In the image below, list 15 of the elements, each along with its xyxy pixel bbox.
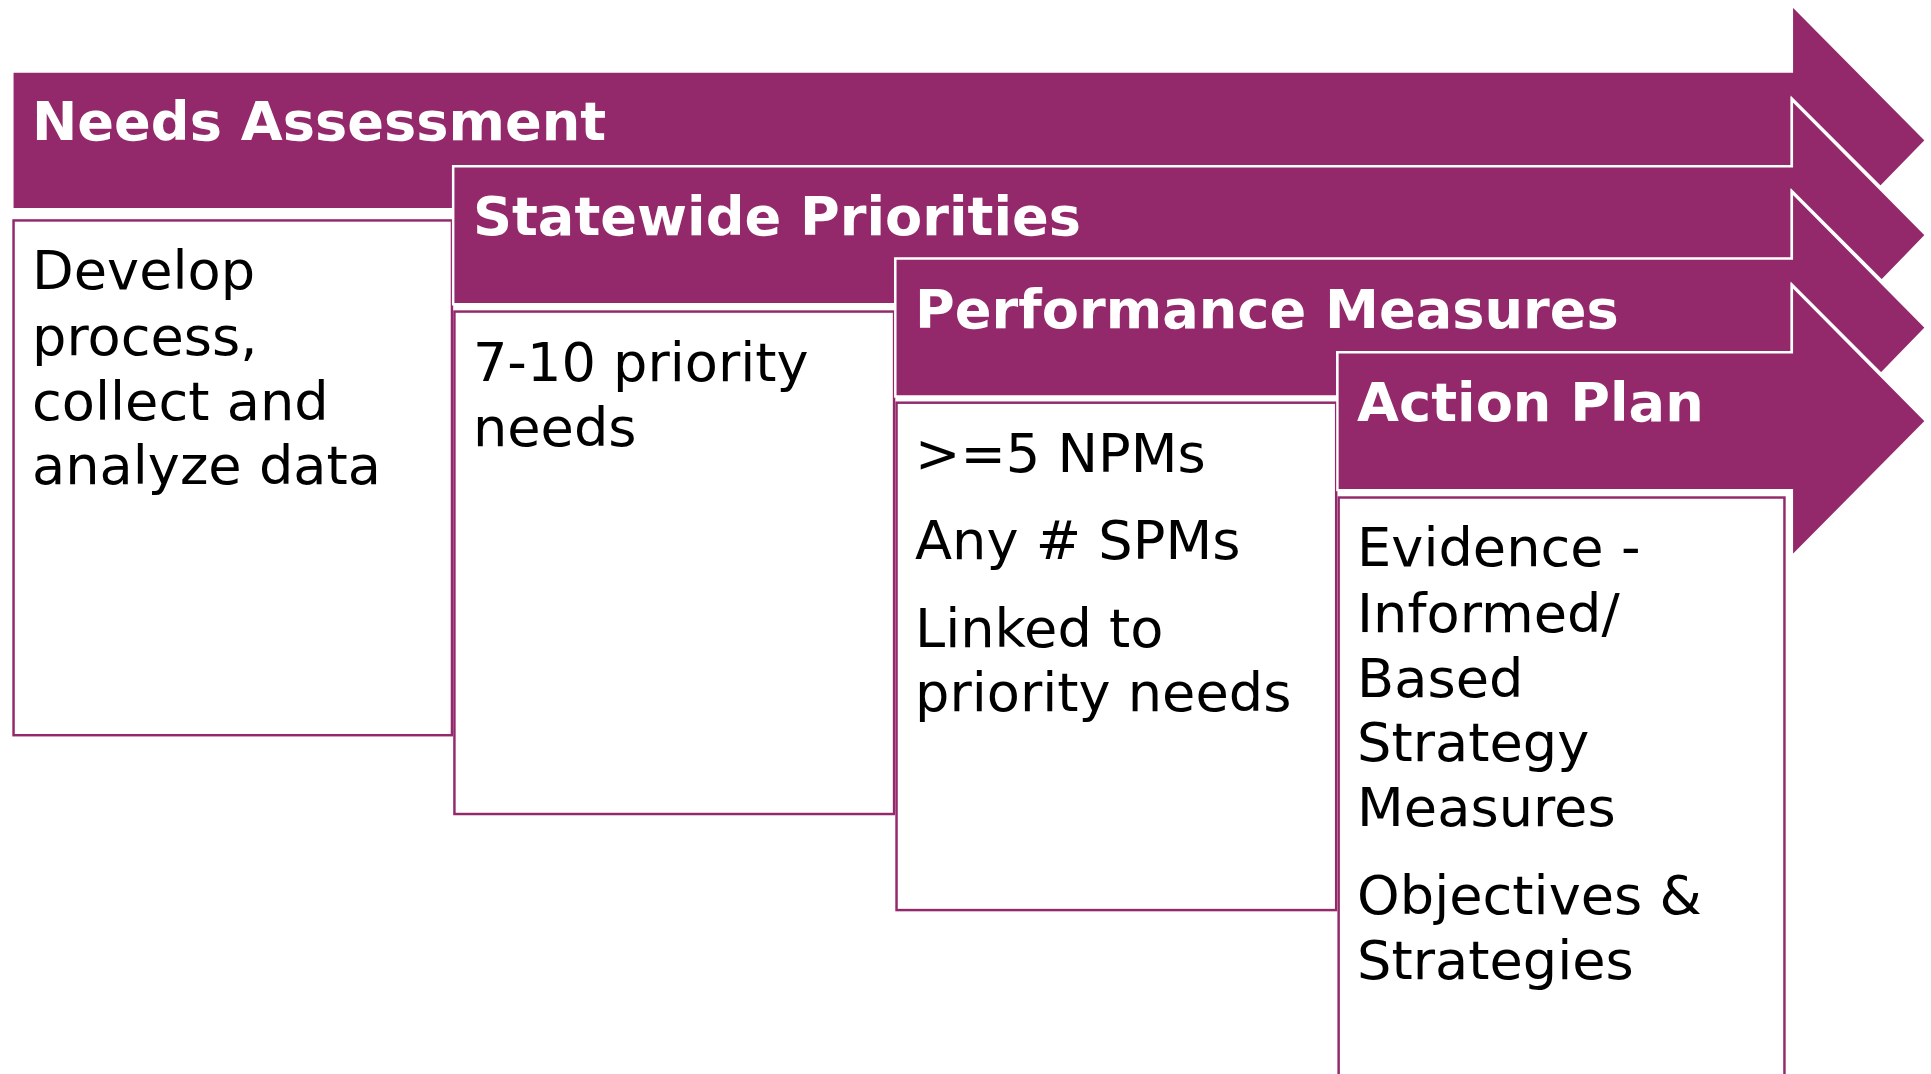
description-text: >=5 NPMs <box>915 421 1207 486</box>
description-text: Any # SPMs <box>915 508 1242 574</box>
description-text: 7-10 priority needs <box>472 330 810 460</box>
description-text: Develop process, collect and analyze data <box>32 238 382 499</box>
text-panel <box>1337 496 1786 1074</box>
description-text: Evidence - Informed/ Based Strategy Measures <box>1357 516 1642 841</box>
stage-heading: Statewide Priorities <box>472 183 1082 250</box>
stage-heading: Performance Measures <box>915 276 1619 342</box>
text-panel <box>12 219 454 737</box>
stage-heading: Action Plan <box>1357 369 1704 436</box>
text-panel <box>453 310 896 816</box>
description-text: Linked to priority needs <box>915 595 1293 726</box>
text-panel <box>895 401 1338 912</box>
description-text: Objectives & Strategies <box>1357 863 1703 994</box>
stage-heading: Needs Assessment <box>32 88 607 155</box>
